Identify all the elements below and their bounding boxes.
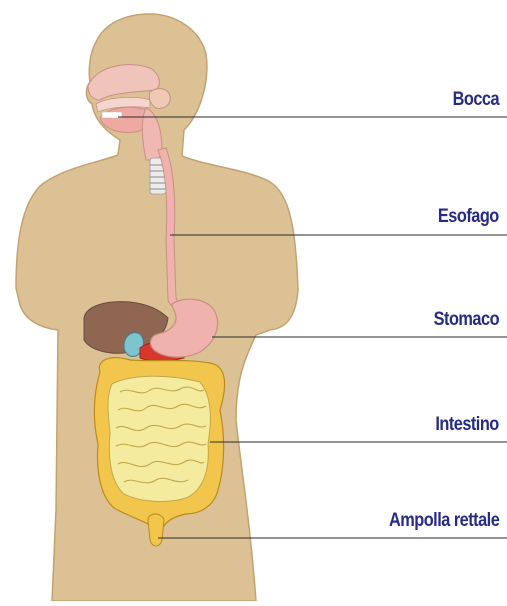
salivary-gland — [149, 89, 170, 109]
label-stomaco: Stomaco — [434, 309, 499, 331]
rectal-ampulla — [148, 514, 164, 546]
label-intestino: Intestino — [436, 414, 499, 436]
small-intestine — [108, 376, 210, 501]
label-esofago: Esofago — [438, 206, 499, 228]
label-ampolla-rettale: Ampolla rettale — [389, 510, 499, 532]
label-bocca: Bocca — [453, 89, 499, 111]
